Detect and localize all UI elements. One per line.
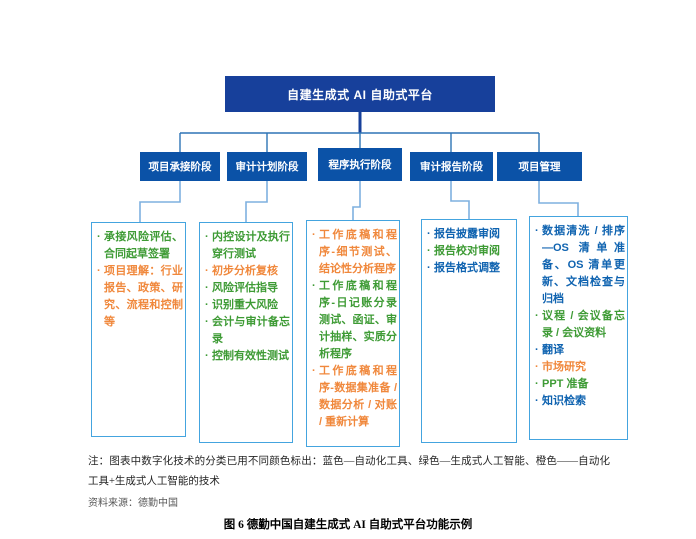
feature-item-text: 识别重大风险 [212,299,278,311]
feature-item-text: 市场研究 [542,361,586,373]
panel-audit-reporting: ·报告披露审阅·报告校对审阅·报告格式调整 [421,219,517,443]
bullet-dot: · [205,282,209,294]
panel-project-management: ·数据清洗 / 排序—OS 清单准备、OS 清单更新、文档检查与归档·议程 / … [529,216,628,440]
bullet-dot: · [97,231,101,243]
feature-list: ·数据清洗 / 排序—OS 清单准备、OS 清单更新、文档检查与归档·议程 / … [530,217,627,410]
bullet-dot: · [427,228,431,240]
feature-item-text: 报告校对审阅 [434,245,500,257]
feature-item: ·初步分析复核 [204,263,290,280]
panel-procedure-execution: ·工作底稿和程序-细节测试、结论性分析程序·工作底稿和程序-日记账分录测试、函证… [306,220,400,447]
bullet-dot: · [535,361,539,373]
feature-item-text: 报告披露审阅 [434,228,500,240]
platform-title: 自建生成式 AI 自助式平台 [287,87,433,102]
feature-item-text: 项目理解：行业报告、政策、研究、流程和控制等 [104,265,183,328]
elbow-line [352,181,361,220]
figure-caption: 图 6 德勤中国自建生成式 AI 自助式平台功能示例 [223,519,473,531]
elbow-line [538,181,579,216]
feature-item: ·报告格式调整 [426,260,514,277]
feature-item-text: 风险评估指导 [212,282,278,294]
feature-item: ·工作底稿和程序-日记账分录测试、函证、审计抽样、实质分析程序 [311,278,397,363]
feature-item: ·工作底稿和程序-细节测试、结论性分析程序 [311,227,397,278]
feature-item: ·报告校对审阅 [426,243,514,260]
elbow-line [245,181,268,222]
feature-item-text: 报告格式调整 [434,262,500,274]
bullet-dot: · [97,265,101,277]
feature-item: ·承接风险评估、合同起草签署 [96,229,183,263]
feature-item: ·会计与审计备忘录 [204,314,290,348]
bullet-dot: · [427,262,431,274]
bullet-dot: · [312,229,316,241]
feature-item: ·市场研究 [534,359,625,376]
elbow-line [139,181,181,222]
bullet-dot: · [427,245,431,257]
feature-item: ·PPT 准备 [534,376,625,393]
stage-box-audit-reporting: 审计报告阶段 [410,152,493,181]
bullet-dot: · [205,299,209,311]
feature-item-text: 工作底稿和程序-细节测试、结论性分析程序 [319,229,397,275]
feature-list: ·承接风险评估、合同起草签署·项目理解：行业报告、政策、研究、流程和控制等 [92,223,185,331]
feature-item: ·报告披露审阅 [426,226,514,243]
feature-item: ·控制有效性测试 [204,348,290,365]
feature-item-text: 议程 / 会议备忘录 / 会议资料 [542,310,625,339]
feature-list: ·报告披露审阅·报告校对审阅·报告格式调整 [422,220,516,277]
feature-item-text: 翻译 [542,344,564,356]
bullet-dot: · [312,280,316,292]
panel-audit-planning: ·内控设计及执行穿行测试·初步分析复核·风险评估指导·识别重大风险·会计与审计备… [199,222,293,443]
bullet-dot: · [312,365,316,377]
bullet-dot: · [535,344,539,356]
feature-item: ·项目理解：行业报告、政策、研究、流程和控制等 [96,263,183,331]
panel-engagement: ·承接风险评估、合同起草签署·项目理解：行业报告、政策、研究、流程和控制等 [91,222,186,437]
feature-item: ·工作底稿和程序-数据集准备 / 数据分析 / 对账 / 重新计算 [311,363,397,431]
feature-item-text: 工作底稿和程序-日记账分录测试、函证、审计抽样、实质分析程序 [319,280,397,360]
feature-item-text: 初步分析复核 [212,265,278,277]
feature-item-text: 数据清洗 / 排序—OS 清单准备、OS 清单更新、文档检查与归档 [542,225,625,305]
stage-box-procedure-execution: 程序执行阶段 [318,148,402,181]
bullet-dot: · [535,395,539,407]
feature-item-text: 内控设计及执行穿行测试 [212,231,290,260]
feature-item-text: 控制有效性测试 [212,350,289,362]
feature-item-text: 知识检索 [542,395,586,407]
feature-item: ·内控设计及执行穿行测试 [204,229,290,263]
feature-item-text: 会计与审计备忘录 [212,316,290,345]
feature-item: ·翻译 [534,342,625,359]
feature-list: ·内控设计及执行穿行测试·初步分析复核·风险评估指导·识别重大风险·会计与审计备… [200,223,292,365]
bullet-dot: · [205,316,209,328]
bullet-dot: · [205,231,209,243]
color-legend-note: 注：图表中数字化技术的分类已用不同颜色标出：蓝色—自动化工具、绿色—生成式人工智… [88,456,610,487]
bullet-dot: · [535,378,539,390]
stage-box-audit-planning: 审计计划阶段 [227,152,307,181]
feature-item: ·风险评估指导 [204,280,290,297]
stage-box-project-management: 项目管理 [497,152,582,181]
feature-list: ·工作底稿和程序-细节测试、结论性分析程序·工作底稿和程序-日记账分录测试、函证… [307,221,399,431]
feature-item: ·议程 / 会议备忘录 / 会议资料 [534,308,625,342]
feature-item: ·知识检索 [534,393,625,410]
source-line: 资料来源：德勤中国 [88,498,178,509]
elbow-line [450,181,470,219]
bullet-dot: · [205,350,209,362]
bullet-dot: · [535,310,539,322]
bullet-dot: · [205,265,209,277]
stage-box-engagement: 项目承接阶段 [140,152,220,181]
feature-item-text: 工作底稿和程序-数据集准备 / 数据分析 / 对账 / 重新计算 [319,365,397,428]
bullet-dot: · [535,225,539,237]
feature-item-text: 承接风险评估、合同起草签署 [104,231,183,260]
platform-title-box: 自建生成式 AI 自助式平台 [225,76,495,112]
feature-item: ·数据清洗 / 排序—OS 清单准备、OS 清单更新、文档检查与归档 [534,223,625,308]
feature-item: ·识别重大风险 [204,297,290,314]
feature-item-text: PPT 准备 [542,378,589,390]
